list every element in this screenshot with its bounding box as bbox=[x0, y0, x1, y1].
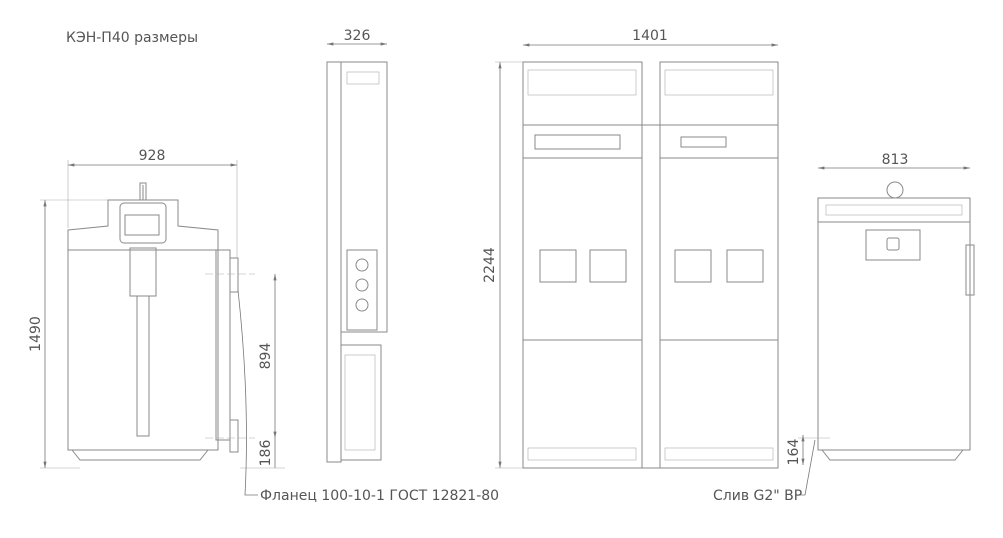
dim-cabinet-height: 2244 bbox=[482, 247, 498, 283]
side-view: 326 bbox=[326, 28, 388, 463]
dim-front-height: 1490 bbox=[28, 316, 44, 352]
boiler-front-view: 928 1490 894 186 Фланец 100-10-1 ГОСТ 12… bbox=[28, 148, 499, 504]
dim-flange-lower: 186 bbox=[258, 440, 274, 467]
cabinet-front-view: 1401 2244 bbox=[482, 28, 779, 469]
dim-rear-width: 813 bbox=[882, 152, 909, 168]
dim-cabinet-width: 1401 bbox=[632, 28, 668, 44]
drawing-title: КЭН-П40 размеры bbox=[66, 30, 198, 46]
dim-front-width: 928 bbox=[139, 148, 166, 164]
dim-drain-height: 164 bbox=[786, 439, 802, 466]
dim-side-depth: 326 bbox=[344, 28, 371, 44]
boiler-side-view: 813 164 Слив G2" ВР bbox=[713, 152, 975, 504]
dim-flange-upper: 894 bbox=[258, 343, 274, 370]
callout-drain: Слив G2" ВР bbox=[713, 488, 802, 504]
callout-flange: Фланец 100-10-1 ГОСТ 12821-80 bbox=[260, 488, 499, 504]
